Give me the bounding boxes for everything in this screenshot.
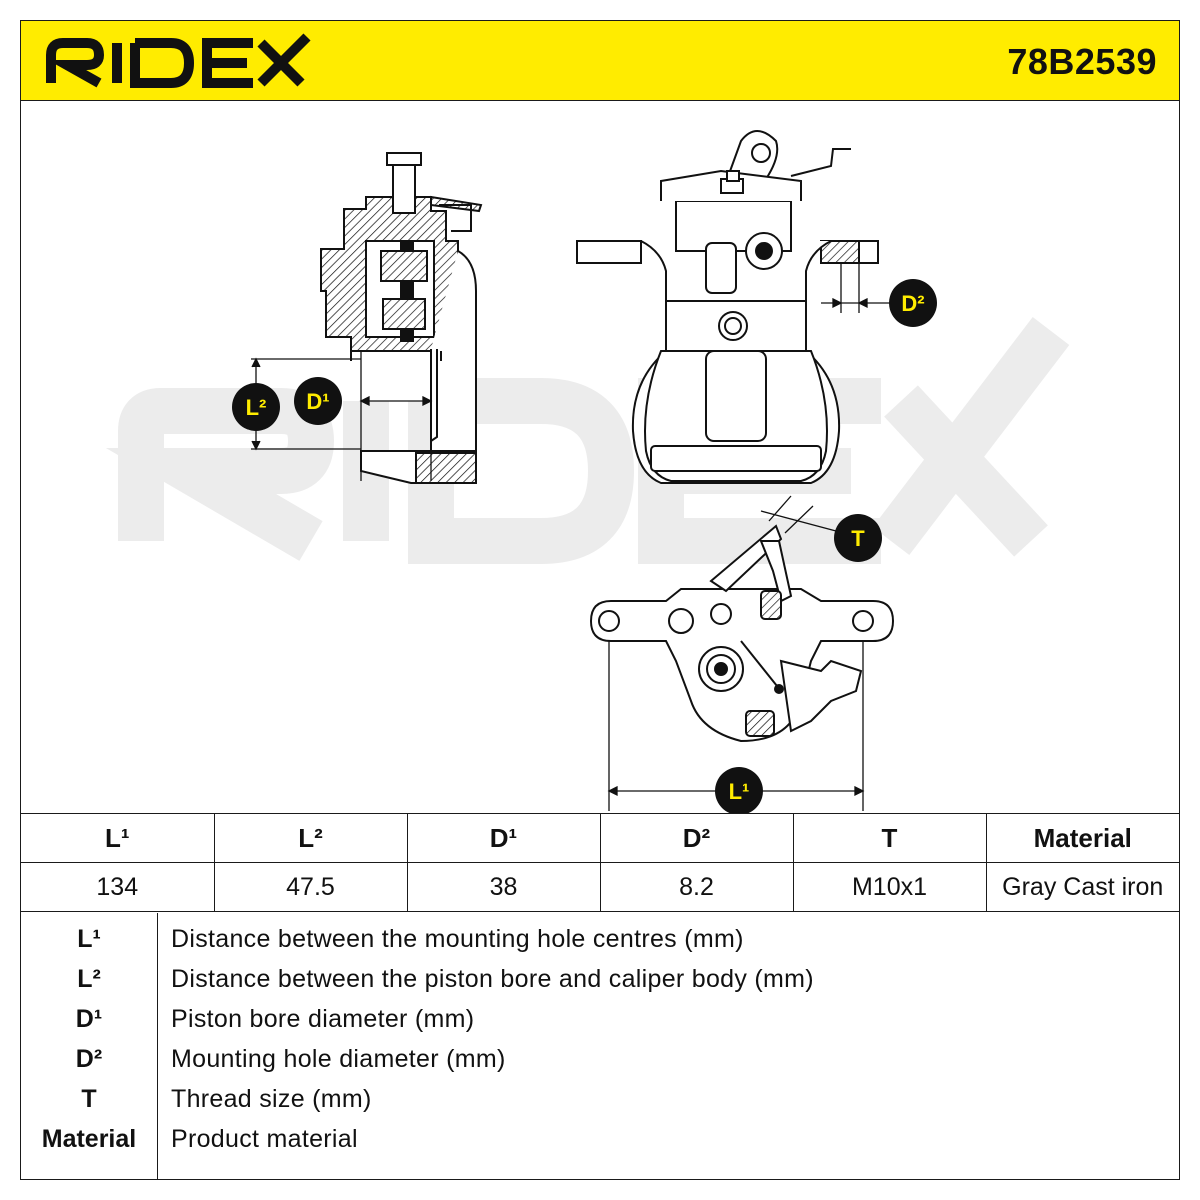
legend-description: Distance between the piston bore and cal… [171,965,814,993]
spec-value: 8.2 [599,862,794,912]
spec-value: 134 [21,862,215,912]
spec-header: D² [599,813,794,863]
technical-drawing: L² D¹ D² T L¹ [21,101,1179,815]
legend-row: Material Product material [21,1119,1179,1159]
badge-l1: L¹ [715,767,763,815]
caliper-drawing: L² D¹ D² T L¹ [105,130,1070,815]
spec-header-row: L¹ L² D¹ D² T Material [21,813,1179,863]
spec-value: 38 [406,862,601,912]
legend-symbol: T [81,1085,97,1113]
spec-value: 47.5 [213,862,408,912]
label-t: T [851,526,865,551]
label-d1: D¹ [306,389,329,414]
legend-row: L² Distance between the piston bore and … [21,959,1179,999]
caliper-bottom-view [589,524,895,743]
label-l2: L² [246,395,267,420]
spec-header: T [792,813,987,863]
legend-symbol: D² [75,1045,103,1073]
badge-t: T [834,514,882,562]
legend-row: D¹ Piston bore diameter (mm) [21,999,1179,1039]
product-sheet: 78B2539 [20,20,1180,1180]
legend-symbol: Material [41,1125,137,1153]
spec-value: M10x1 [792,862,987,912]
badge-d2: D² [889,279,937,327]
ridex-watermark [105,317,1070,564]
legend-symbol: L¹ [77,925,101,953]
ridex-logo-mark [46,33,311,88]
spec-header: Material [985,813,1179,863]
part-number: 78B2539 [1007,41,1157,82]
legend-description: Distance between the mounting hole centr… [171,925,744,953]
header-bar: 78B2539 [21,21,1179,101]
legend-row: D² Mounting hole diameter (mm) [21,1039,1179,1079]
ridex-logo [43,31,313,96]
legend: L¹ Distance between the mounting hole ce… [21,913,1179,1179]
legend-symbol: D¹ [75,1005,103,1033]
legend-row: L¹ Distance between the mounting hole ce… [21,919,1179,959]
badge-l2: L² [232,383,280,431]
label-d2: D² [901,291,924,316]
legend-description: Thread size (mm) [171,1085,372,1113]
legend-row: T Thread size (mm) [21,1079,1179,1119]
spec-header: D¹ [406,813,601,863]
badge-d1: D¹ [294,377,342,425]
spec-value-row: 134 47.5 38 8.2 M10x1 Gray Cast iron [21,862,1179,912]
label-l1: L¹ [729,779,750,804]
legend-description: Piston bore diameter (mm) [171,1005,475,1033]
spec-table: L¹ L² D¹ D² T Material 134 47.5 38 8.2 M… [21,813,1179,912]
legend-symbol: L² [77,965,101,993]
spec-value: Gray Cast iron [985,862,1179,912]
legend-divider [157,913,158,1179]
caliper-front-view [576,130,879,484]
spec-header: L² [213,813,408,863]
legend-description: Product material [171,1125,358,1153]
spec-header: L¹ [21,813,215,863]
legend-description: Mounting hole diameter (mm) [171,1045,506,1073]
